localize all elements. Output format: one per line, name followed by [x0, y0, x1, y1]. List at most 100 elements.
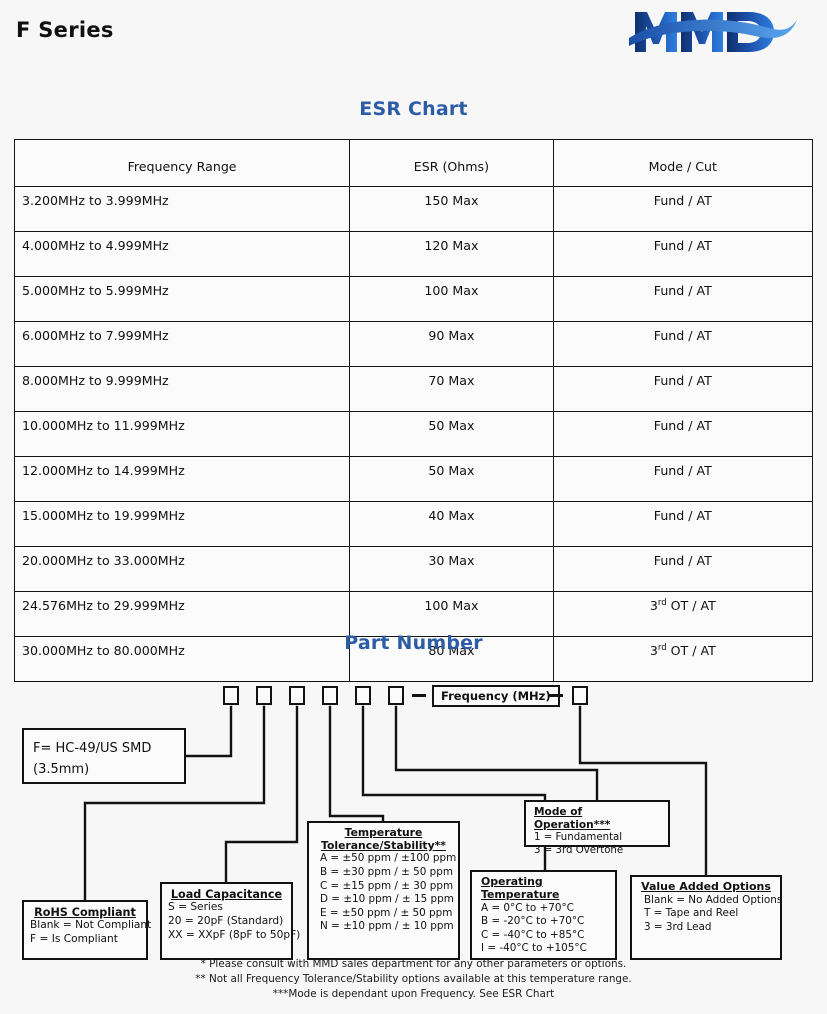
page-title: F Series: [16, 18, 114, 42]
cell-frequency-range: 8.000MHz to 9.999MHz: [13, 366, 351, 412]
package-legend-box: F= HC-49/US SMD (3.5mm): [22, 728, 186, 784]
value-added-options-legend-box: Value Added Options Blank = No Added Opt…: [630, 875, 782, 960]
load-capacitance-item-3: XX = XXpF (8pF to 50pF): [168, 928, 301, 941]
cell-frequency-range: 10.000MHz to 11.999MHz: [13, 411, 351, 457]
footnote-3: ***Mode is dependant upon Frequency. See…: [272, 988, 555, 1001]
package-line-2: (3.5mm): [33, 762, 90, 778]
value-added-options-title: Value Added Options: [641, 880, 771, 893]
load-capacitance-legend-box: Load Capacitance S = Series 20 = 20pF (S…: [160, 882, 301, 960]
cell-frequency-range: 12.000MHz to 14.999MHz: [13, 456, 351, 502]
column-header-frequency-range: Frequency Range: [13, 139, 351, 187]
part-number-slot-2[interactable]: [256, 686, 272, 705]
part-number-title: Part Number: [344, 632, 483, 654]
footnote-1: * Please consult with MMD sales departme…: [200, 958, 627, 970]
cell-esr-ohms: 150 Max: [349, 186, 554, 232]
separator-dash-2: [549, 694, 563, 697]
cell-frequency-range: 20.000MHz to 33.000MHz: [13, 546, 351, 592]
cell-frequency-range: 6.000MHz to 7.999MHz: [13, 321, 351, 367]
cell-esr-ohms: 90 Max: [349, 321, 554, 367]
rohs-item-1: Blank = Not Compliant: [30, 919, 152, 932]
cell-mode-cut: Fund / AT: [552, 276, 814, 322]
operating-temperature-item-2: B = -20°C to +70°C: [481, 915, 585, 928]
temperature-tolerance-item-4: D = ±10 ppm / ± 15 ppm: [320, 893, 454, 906]
cell-mode-cut: 3rd OT / AT: [552, 636, 814, 682]
cell-esr-ohms: 100 Max: [349, 276, 554, 322]
value-added-options-item-1: Blank = No Added Options: [644, 893, 783, 906]
cell-esr-ohms: 120 Max: [349, 231, 554, 277]
temperature-tolerance-title-line-1: Temperature: [344, 826, 423, 839]
cell-frequency-range: 3.200MHz to 3.999MHz: [13, 186, 351, 232]
load-capacitance-item-2: 20 = 20pF (Standard): [168, 914, 284, 927]
part-number-slot-5[interactable]: [355, 686, 371, 705]
cell-mode-cut: Fund / AT: [552, 501, 814, 547]
temperature-tolerance-item-6: N = ±10 ppm / ± 10 ppm: [320, 920, 454, 933]
cell-mode-cut: Fund / AT: [552, 231, 814, 277]
footnotes: * Please consult with MMD sales departme…: [0, 957, 827, 1002]
connector-lines: [83, 705, 708, 902]
operating-temperature-legend-box: Operating Temperature A = 0°C to +70°C B…: [470, 870, 617, 960]
part-number-slot-1[interactable]: [223, 686, 239, 705]
cell-mode-cut: Fund / AT: [552, 546, 814, 592]
cell-frequency-range: 5.000MHz to 5.999MHz: [13, 276, 351, 322]
value-added-options-item-3: 3 = 3rd Lead: [644, 921, 712, 933]
cell-frequency-range: 4.000MHz to 4.999MHz: [13, 231, 351, 277]
rohs-item-2: F = Is Compliant: [30, 932, 118, 945]
temperature-tolerance-item-5: E = ±50 ppm / ± 50 ppm: [320, 906, 453, 919]
operating-temperature-item-4: I = -40°C to +105°C: [481, 942, 587, 955]
cell-esr-ohms: 30 Max: [349, 546, 554, 592]
mmd-logo: [629, 12, 797, 52]
cell-frequency-range: 30.000MHz to 80.000MHz: [13, 636, 351, 682]
load-capacitance-item-1: S = Series: [168, 901, 223, 914]
rohs-title: RoHS Compliant: [34, 906, 136, 919]
cell-mode-cut: Fund / AT: [552, 456, 814, 502]
rohs-legend-box: RoHS Compliant Blank = Not Compliant F =…: [22, 900, 152, 960]
column-header-mode-cut: Mode / Cut: [552, 139, 814, 187]
mode-of-operation-item-1: 1 = Fundamental: [534, 832, 623, 843]
part-number-slot-4[interactable]: [322, 686, 338, 705]
part-number-slot-3[interactable]: [289, 686, 305, 705]
cell-esr-ohms: 80 Max: [349, 636, 554, 682]
cell-esr-ohms: 40 Max: [349, 501, 554, 547]
column-header-esr-ohms: ESR (Ohms): [349, 139, 554, 187]
operating-temperature-title: Operating Temperature: [481, 875, 560, 901]
cell-mode-cut: Fund / AT: [552, 186, 814, 232]
cell-mode-cut: Fund / AT: [552, 411, 814, 457]
cell-frequency-range: 24.576MHz to 29.999MHz: [13, 591, 351, 637]
frequency-field[interactable]: Frequency (MHz): [432, 685, 560, 707]
mode-of-operation-title: Mode of Operation***: [534, 806, 611, 831]
cell-esr-ohms: 50 Max: [349, 411, 554, 457]
part-number-slot-7[interactable]: [572, 686, 588, 705]
cell-mode-cut: Fund / AT: [552, 321, 814, 367]
separator-dash-1: [412, 694, 426, 697]
temperature-tolerance-item-1: A = ±50 ppm / ±100 ppm: [320, 852, 457, 865]
cell-mode-cut: 3rd OT / AT: [552, 591, 814, 637]
part-number-diagram: Frequency (MHz) F= HC-49/US SMD (3.5mm) …: [0, 660, 827, 1014]
load-capacitance-title: Load Capacitance: [170, 888, 283, 901]
cell-frequency-range: 15.000MHz to 19.999MHz: [13, 501, 351, 547]
mode-of-operation-legend-box: Mode of Operation*** 1 = Fundamental 3 =…: [524, 800, 670, 856]
cell-esr-ohms: 70 Max: [349, 366, 554, 412]
esr-table: Frequency Range ESR (Ohms) Mode / Cut 3.…: [13, 139, 814, 682]
mode-of-operation-item-2: 3 = 3rd Overtone: [534, 845, 624, 857]
package-line-1: F= HC-49/US SMD: [33, 741, 152, 756]
cell-esr-ohms: 100 Max: [349, 591, 554, 637]
operating-temperature-item-3: C = -40°C to +85°C: [481, 928, 585, 941]
cell-esr-ohms: 50 Max: [349, 456, 554, 502]
table-header-row: Frequency Range ESR (Ohms) Mode / Cut: [13, 139, 814, 187]
esr-chart-title: ESR Chart: [359, 98, 468, 120]
temperature-tolerance-item-3: C = ±15 ppm / ± 30 ppm: [320, 879, 454, 892]
part-number-slot-6[interactable]: [388, 686, 404, 705]
operating-temperature-item-1: A = 0°C to +70°C: [481, 901, 574, 914]
temperature-tolerance-item-2: B = ±30 ppm / ± 50 ppm: [320, 865, 453, 878]
temperature-tolerance-title-line-2: Tolerance/Stability**: [321, 838, 446, 852]
